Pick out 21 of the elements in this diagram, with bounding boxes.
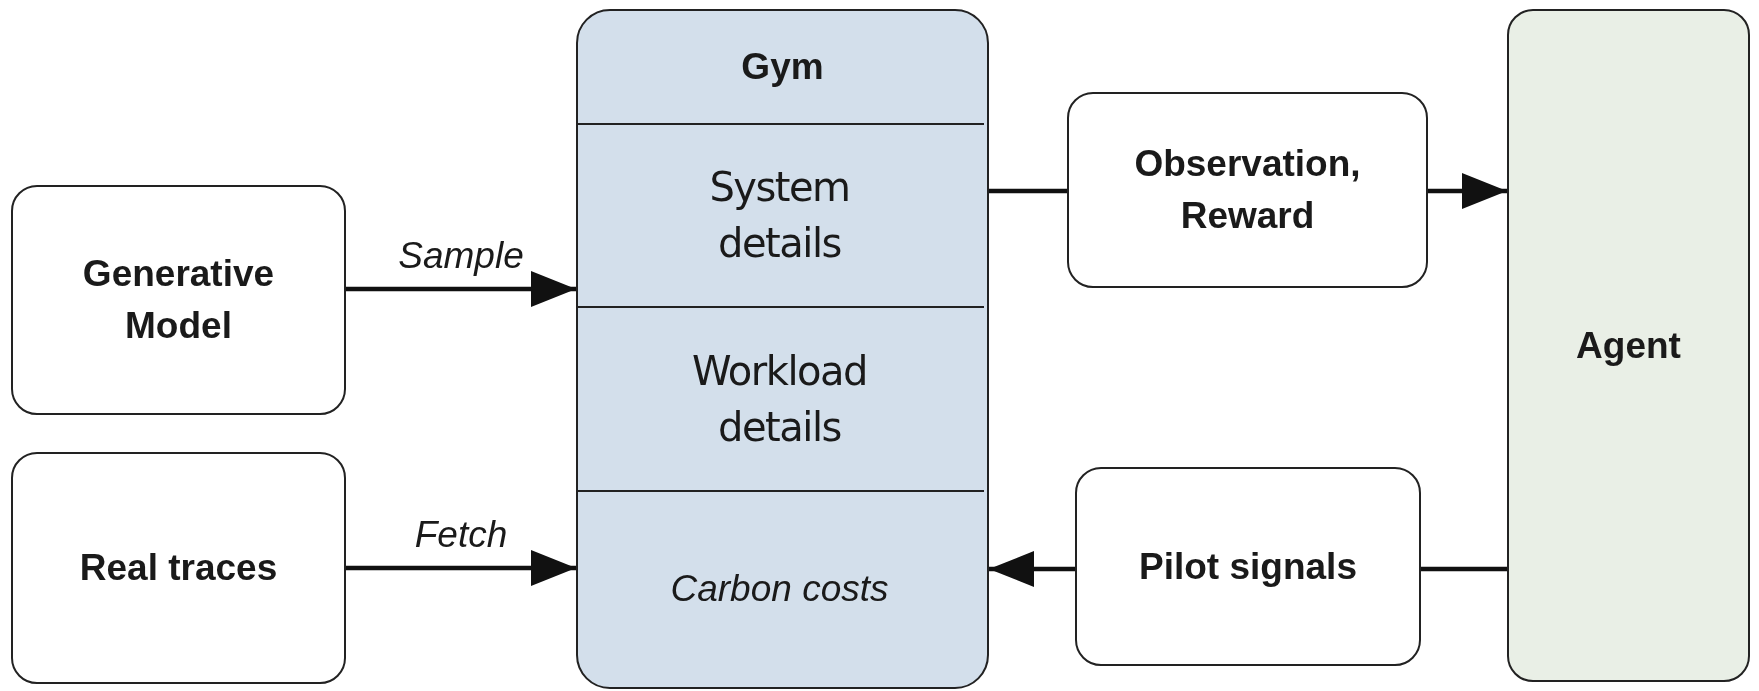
node-label: Workload details [691,346,868,452]
panel-heading: Gym [740,45,825,89]
node-label: System details [708,163,851,268]
process-box [11,452,346,684]
connector-line [1421,566,1507,572]
node-label: Agent [1575,323,1682,368]
arrow [1428,173,1507,209]
agent-box [1507,9,1750,682]
node-label: Carbon costs [669,566,890,611]
arrow [346,550,576,586]
node-label: Generative Model [81,252,276,348]
process-box [11,185,346,415]
node-label: Observation, Reward [1133,142,1362,238]
arrow [989,551,1075,587]
process-box [1075,467,1421,666]
node-label: Real traces [78,546,279,591]
process-box [1067,92,1428,288]
node-label: Pilot signals [1138,544,1358,589]
connector-line [989,188,1067,194]
arrow [346,271,576,307]
gym-panel [576,9,989,689]
